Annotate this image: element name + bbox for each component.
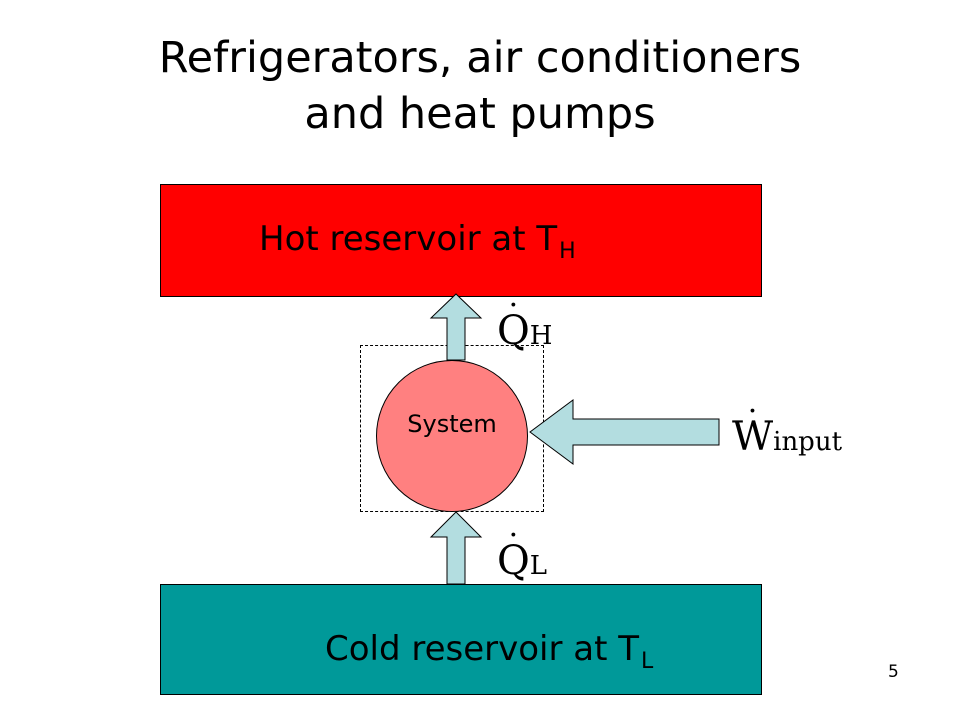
hot-reservoir-text: Hot reservoir at T — [259, 219, 558, 259]
slide-title: Refrigerators, air conditioners and heat… — [0, 30, 960, 142]
work-input-arrow — [529, 399, 720, 465]
heat-in-symbol-subscript: L — [529, 551, 548, 581]
title-line-1: Refrigerators, air conditioners — [158, 33, 802, 83]
work-input-symbol-main: W — [732, 414, 773, 460]
hot-reservoir-label: Hot reservoir at TH — [259, 219, 576, 264]
title-line-2: and heat pumps — [304, 89, 656, 139]
system-circle — [376, 360, 528, 512]
page-number: 5 — [888, 662, 899, 682]
cold-reservoir: Cold reservoir at TL — [160, 584, 762, 695]
cold-reservoir-subscript: L — [641, 649, 654, 674]
heat-out-arrow — [429, 293, 483, 361]
hot-reservoir-subscript: H — [559, 239, 576, 264]
work-input-symbol-subscript: input — [773, 427, 843, 457]
work-input-symbol: Winput — [732, 414, 842, 460]
heat-in-symbol: QL — [497, 538, 547, 584]
system-label: System — [407, 410, 497, 438]
heat-out-symbol: QH — [497, 308, 552, 354]
heat-in-arrow — [429, 511, 483, 585]
heat-in-symbol-main: Q — [497, 538, 530, 584]
cold-reservoir-text: Cold reservoir at T — [325, 629, 640, 669]
hot-reservoir: Hot reservoir at TH — [160, 184, 762, 297]
cold-reservoir-label: Cold reservoir at TL — [325, 629, 653, 674]
heat-out-symbol-main: Q — [497, 308, 530, 354]
heat-out-symbol-subscript: H — [529, 321, 553, 351]
